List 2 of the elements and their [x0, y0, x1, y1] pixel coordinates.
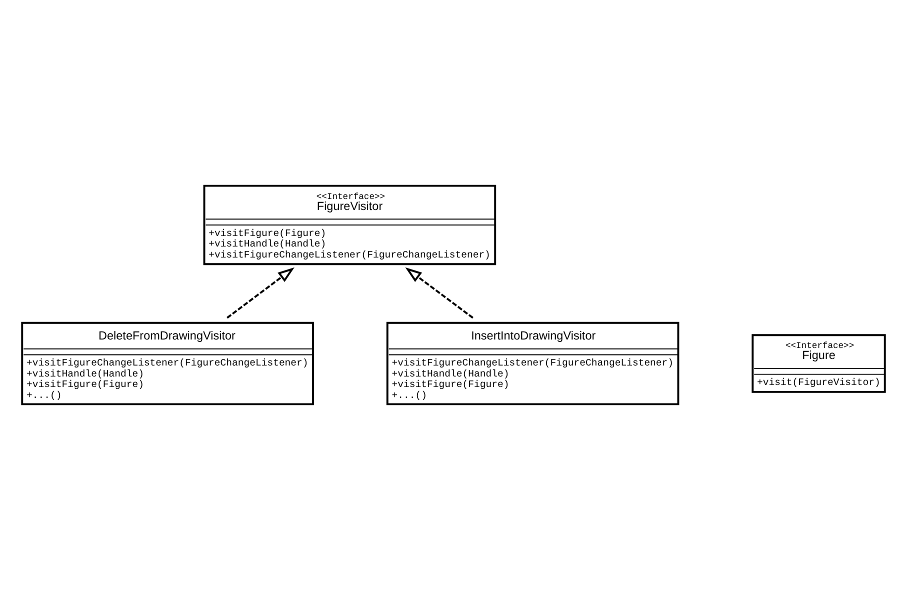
- arrow: [405, 267, 474, 319]
- arrow: [226, 267, 294, 319]
